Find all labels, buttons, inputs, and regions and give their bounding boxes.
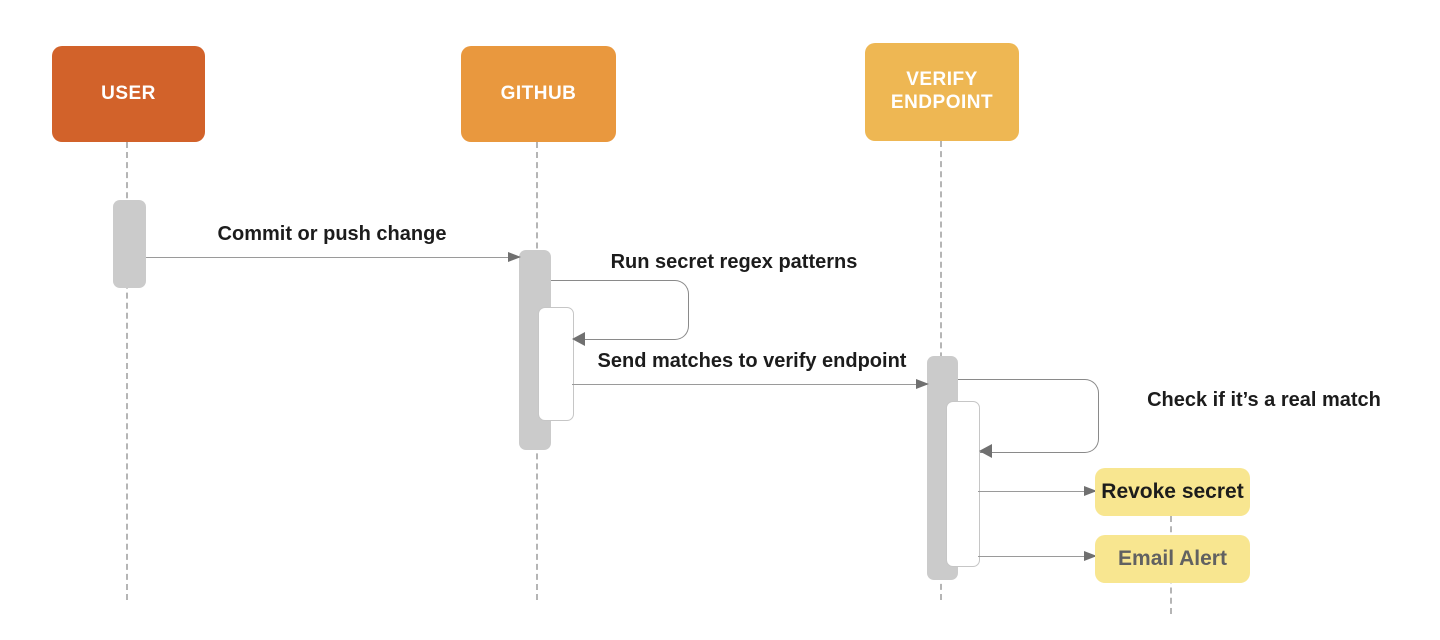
lifeline-user	[126, 142, 128, 600]
actor-box-verify-endpoint[interactable]: VERIFY ENDPOINT	[865, 43, 1019, 141]
actor-box-user[interactable]: USER	[52, 46, 205, 142]
node-revoke-secret[interactable]: Revoke secret	[1095, 468, 1250, 516]
self-loop-run-regex[interactable]	[551, 280, 689, 340]
node-email-alert[interactable]: Email Alert	[1095, 535, 1250, 583]
message-label-check-match[interactable]: Check if it’s a real match	[1147, 389, 1381, 411]
message-label-send-matches[interactable]: Send matches to verify endpoint	[597, 350, 907, 372]
self-loop-run-regex-arrowhead-icon	[572, 332, 585, 346]
message-label-run-regex[interactable]: Run secret regex patterns	[610, 251, 858, 273]
self-loop-check-match[interactable]	[958, 379, 1099, 453]
arrow-commit-push[interactable]	[146, 252, 521, 262]
nested-activation-bar-verify-endpoint[interactable]	[946, 401, 980, 567]
actor-label-user: USER	[101, 82, 156, 104]
activation-bar-user[interactable]	[113, 200, 146, 288]
actor-box-github[interactable]: GITHUB	[461, 46, 616, 142]
node-label-email-alert: Email Alert	[1118, 547, 1227, 570]
nested-activation-bar-github[interactable]	[538, 307, 574, 421]
message-label-commit-push[interactable]: Commit or push change	[217, 223, 447, 245]
node-label-revoke-secret: Revoke secret	[1101, 480, 1244, 503]
arrow-revoke-secret[interactable]	[978, 486, 1097, 496]
arrow-send-matches[interactable]	[572, 379, 929, 389]
actor-label-github: GITHUB	[500, 82, 577, 104]
self-loop-check-match-arrowhead-icon	[979, 444, 992, 458]
arrow-email-alert[interactable]	[978, 551, 1097, 561]
actor-label-verify-endpoint: VERIFY ENDPOINT	[890, 69, 994, 113]
